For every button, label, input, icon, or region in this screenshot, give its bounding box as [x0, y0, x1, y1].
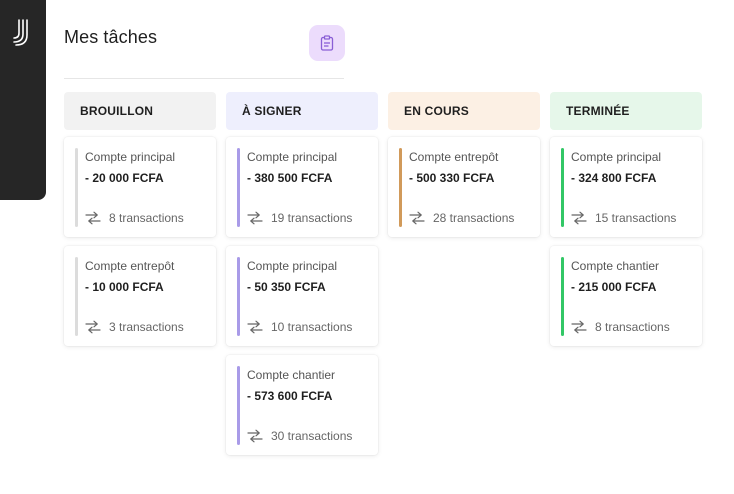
board-column: BROUILLON Compte principal - 20 000 FCFA 8 … — [64, 92, 216, 455]
task-card[interactable]: Compte principal - 50 350 FCFA 10 transact… — [226, 246, 378, 346]
transfer-arrows-icon — [571, 320, 587, 334]
clipboard-button[interactable] — [309, 25, 345, 61]
column-header[interactable]: EN COURS — [388, 92, 540, 130]
transactions-count: 15 transactions — [595, 211, 677, 225]
transfer-arrows-icon — [409, 211, 425, 225]
transfer-arrows-icon — [571, 211, 587, 225]
transactions-count: 3 transactions — [109, 320, 184, 334]
transactions-count: 10 transactions — [271, 320, 353, 334]
card-amount: - 50 350 FCFA — [247, 280, 326, 294]
status-accent-bar — [75, 257, 78, 336]
status-accent-bar — [561, 257, 564, 336]
transactions-count: 8 transactions — [595, 320, 670, 334]
card-amount: - 380 500 FCFA — [247, 171, 333, 185]
transfer-arrows-icon — [247, 320, 263, 334]
task-card[interactable]: Compte chantier - 573 600 FCFA 30 transact… — [226, 355, 378, 455]
card-account-name: Compte principal — [571, 150, 662, 164]
card-amount: - 10 000 FCFA — [85, 280, 164, 294]
transactions-count: 28 transactions — [433, 211, 515, 225]
status-accent-bar — [237, 148, 240, 227]
card-account-name: Compte principal — [247, 150, 338, 164]
transfer-arrows-icon — [85, 320, 101, 334]
task-card[interactable]: Compte entrepôt - 10 000 FCFA 3 transactio… — [64, 246, 216, 346]
card-account-name: Compte principal — [247, 259, 338, 273]
card-transactions: 3 transactions — [85, 320, 184, 334]
transactions-count: 30 transactions — [271, 429, 353, 443]
card-list: Compte entrepôt - 500 330 FCFA 28 transact… — [388, 137, 540, 237]
sidebar — [0, 0, 46, 200]
transfer-arrows-icon — [247, 429, 263, 443]
transfer-arrows-icon — [247, 211, 263, 225]
title-divider — [64, 78, 344, 79]
card-account-name: Compte principal — [85, 150, 176, 164]
task-card[interactable]: Compte principal - 324 800 FCFA 15 transac… — [550, 137, 702, 237]
card-amount: - 324 800 FCFA — [571, 171, 657, 185]
card-amount: - 573 600 FCFA — [247, 389, 333, 403]
card-transactions: 30 transactions — [247, 429, 352, 443]
card-transactions: 8 transactions — [85, 211, 184, 225]
task-card[interactable]: Compte entrepôt - 500 330 FCFA 28 transact… — [388, 137, 540, 237]
status-accent-bar — [237, 257, 240, 336]
transactions-count: 8 transactions — [109, 211, 184, 225]
card-amount: - 500 330 FCFA — [409, 171, 495, 185]
board-column: EN COURS Compte entrepôt - 500 330 FCFA 28 … — [388, 92, 540, 455]
card-list: Compte principal - 20 000 FCFA 8 transacti… — [64, 137, 216, 346]
status-accent-bar — [561, 148, 564, 227]
column-header[interactable]: TERMINÉE — [550, 92, 702, 130]
card-transactions: 15 transactions — [571, 211, 676, 225]
card-transactions: 28 transactions — [409, 211, 514, 225]
card-account-name: Compte chantier — [571, 259, 660, 273]
task-board: BROUILLON Compte principal - 20 000 FCFA 8 … — [64, 92, 702, 455]
column-header[interactable]: À SIGNER — [226, 92, 378, 130]
card-transactions: 19 transactions — [247, 211, 352, 225]
brand-logo-icon[interactable] — [10, 18, 36, 46]
status-accent-bar — [75, 148, 78, 227]
board-column: À SIGNER Compte principal - 380 500 FCFA 19… — [226, 92, 378, 455]
status-accent-bar — [237, 366, 240, 445]
card-transactions: 10 transactions — [247, 320, 352, 334]
card-account-name: Compte entrepôt — [409, 150, 499, 164]
clipboard-icon — [320, 35, 334, 51]
page-title: Mes tâches — [64, 27, 158, 47]
card-account-name: Compte entrepôt — [85, 259, 175, 273]
status-accent-bar — [399, 148, 402, 227]
card-amount: - 215 000 FCFA — [571, 280, 657, 294]
card-amount: - 20 000 FCFA — [85, 171, 164, 185]
card-list: Compte principal - 324 800 FCFA 15 transac… — [550, 137, 702, 346]
task-card[interactable]: Compte chantier - 215 000 FCFA 8 transacti… — [550, 246, 702, 346]
task-card[interactable]: Compte principal - 380 500 FCFA 19 transac… — [226, 137, 378, 237]
card-transactions: 8 transactions — [571, 320, 670, 334]
card-list: Compte principal - 380 500 FCFA 19 transac… — [226, 137, 378, 455]
board-column: TERMINÉE Compte principal - 324 800 FCFA 15… — [550, 92, 702, 455]
task-card[interactable]: Compte principal - 20 000 FCFA 8 transacti… — [64, 137, 216, 237]
transactions-count: 19 transactions — [271, 211, 353, 225]
card-account-name: Compte chantier — [247, 368, 336, 382]
transfer-arrows-icon — [85, 211, 101, 225]
column-header[interactable]: BROUILLON — [64, 92, 216, 130]
